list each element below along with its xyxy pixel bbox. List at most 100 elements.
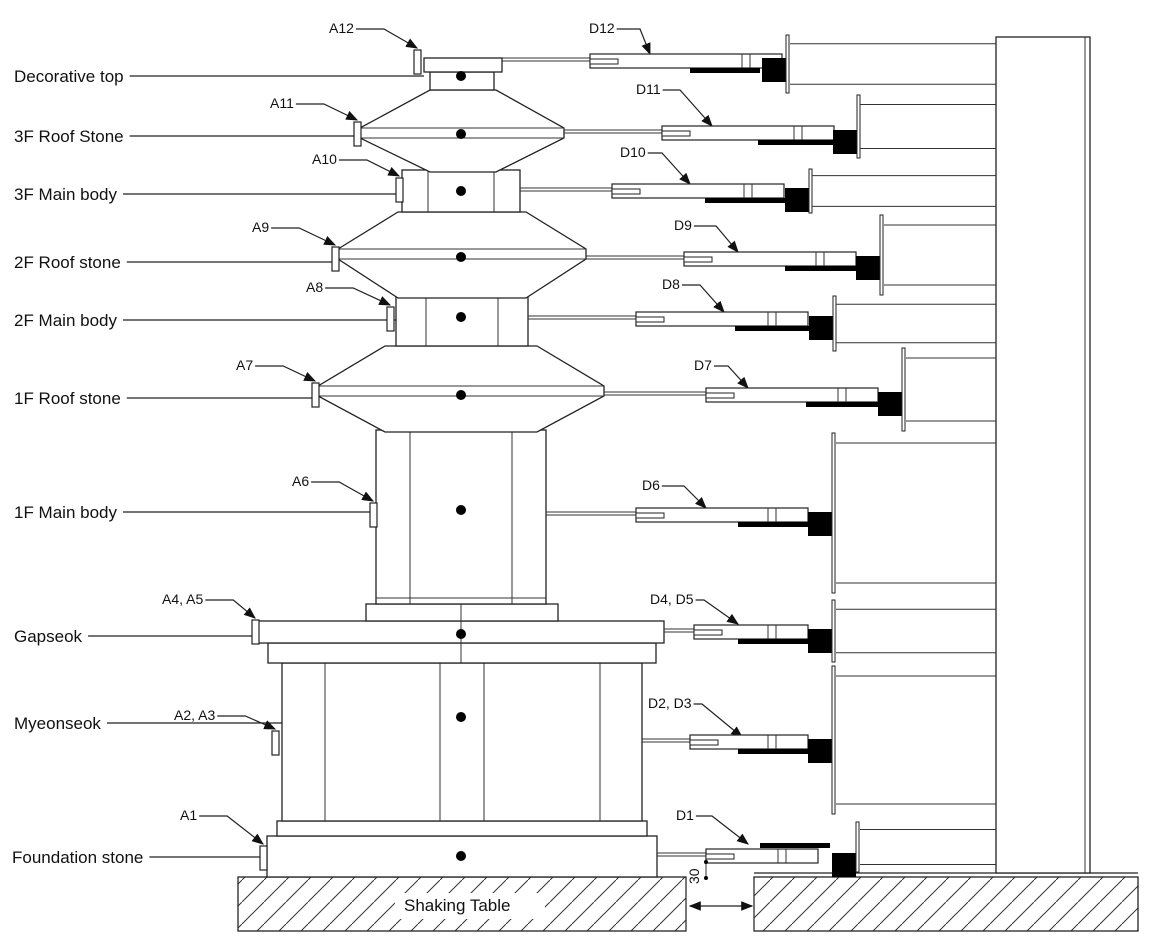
level-label-decorative-top: Decorative top [14,67,124,86]
sensor-mount-block [762,58,786,82]
accelerometer-label-a11: A11 [270,95,294,111]
shaking-table-label: Shaking Table [404,896,511,915]
mounting-plate [785,34,790,94]
displacement-arrow-d4-d5 [695,599,739,625]
displacement-arrow-d8 [681,284,725,313]
mounting-plate [856,94,861,159]
sensor-probe [705,853,735,860]
accelerometer-arrow-a9 [271,227,337,246]
sensor-mount-block [878,392,902,416]
sensor-mount-block [856,256,880,280]
accelerometer-label-a9: A9 [252,219,269,235]
accelerometer-arrow-a10 [338,159,401,177]
mounting-plate [832,295,837,352]
level-label-1f-main-body: 1F Main body [14,503,117,522]
accelerometer-arrow-a8 [325,287,392,306]
level-label-gapseok: Gapseok [14,627,83,646]
pagoda [257,57,665,878]
sensor-probe [635,512,665,519]
displacement-label-d10: D10 [620,144,646,160]
sensor-clamp [705,198,787,203]
sensor-mount-block [808,739,832,763]
displacement-label-d7: D7 [694,357,712,373]
accelerometer-label-a7: A7 [236,357,253,373]
accelerometer-a7 [311,382,320,408]
1f-roof-stone [317,345,605,433]
gap-dimension-dot [704,876,708,880]
level-label-3f-roof-stone: 3F Roof Stone [14,127,124,146]
accelerometer-a11 [353,121,362,147]
displacement-arrow-d1 [695,815,749,845]
accelerometer-a4-a5 [251,619,260,645]
accelerometer-a9 [331,246,340,272]
sensor-mount-block [833,130,857,154]
sensor-probe [611,188,641,195]
sensor-clamp [735,326,811,331]
center-dot-1f-roof-stone [456,390,466,400]
center-dot-3f-main-body [456,186,466,196]
level-label-1f-roof-stone: 1F Roof stone [14,389,121,408]
center-dot-2f-roof-stone [456,252,466,262]
sensor-clamp [785,266,863,271]
sensor-mount-block [785,188,809,212]
accelerometer-a1 [259,845,268,871]
center-dot-myeonseok [456,712,466,722]
accelerometer-label-a1: A1 [180,807,197,823]
sensor-probe [589,58,619,65]
accelerometer-label-a2-a3: A2, A3 [174,707,215,723]
sensor-probe [683,256,713,263]
displacement-label-d11: D11 [636,81,661,97]
gap-dimension-dot [704,860,708,864]
sensor-clamp [738,639,808,644]
level-label-myeonseok: Myeonseok [14,714,101,733]
accelerometer-label-a12: A12 [329,20,354,36]
center-dot-decorative-top [456,71,466,81]
center-dot-foundation-stone [456,851,466,861]
level-label-3f-main-body: 3F Main body [14,185,117,204]
center-dot-gapseok [456,629,466,639]
accelerometer-arrow-a2-a3 [217,715,277,730]
sensor-clamp [738,522,810,527]
mounting-plate [901,347,906,432]
displacement-label-d9: D9 [674,217,692,233]
accelerometer-a10 [395,177,404,203]
sensor-clamp [738,749,808,754]
displacement-arrow-d2-d3 [693,703,743,738]
accelerometer-a12 [413,49,422,75]
displacement-label-d8: D8 [662,276,680,292]
sensor-probe [693,629,723,636]
sensor-clamp [758,140,836,145]
shaking-table: Shaking Table [237,872,1139,932]
mounting-plate [831,599,836,663]
accelerometer-arrow-a1 [199,815,264,845]
accelerometer-a6 [369,502,378,528]
level-label-foundation-stone: Foundation stone [12,848,143,867]
myeonseok [281,662,643,822]
displacement-sensor-d12 [589,53,783,69]
reaction-frame [995,36,1091,874]
mounting-plate [808,168,813,214]
sensor-clamp [690,68,760,73]
sensor-probe [661,130,691,137]
displacement-arrow-d11 [662,89,713,127]
gap-dimension-label: 30 [686,868,702,884]
sensor-mount-block [808,629,832,653]
center-dot-2f-main-body [456,312,466,322]
sensor-mount-block [808,512,832,536]
displacement-arrow-d12 [616,28,651,56]
sensor-clamp [806,402,884,407]
center-dot-3f-roof-stone [456,129,466,139]
accelerometer-arrow-a12 [355,28,419,49]
level-label-2f-main-body: 2F Main body [14,311,117,330]
displacement-arrow-d10 [647,152,691,185]
displacement-label-d2-d3: D2, D3 [648,695,692,711]
sensor-mount-block [832,853,856,877]
mounting-plate [831,432,836,594]
level-label-2f-roof-stone: 2F Roof stone [14,253,121,272]
displacement-label-d4-d5: D4, D5 [650,591,694,607]
accelerometer-label-a8: A8 [306,279,323,295]
mounting-plate [855,821,860,873]
accelerometer-arrow-a11 [295,103,359,121]
displacement-arrow-d7 [713,365,749,389]
